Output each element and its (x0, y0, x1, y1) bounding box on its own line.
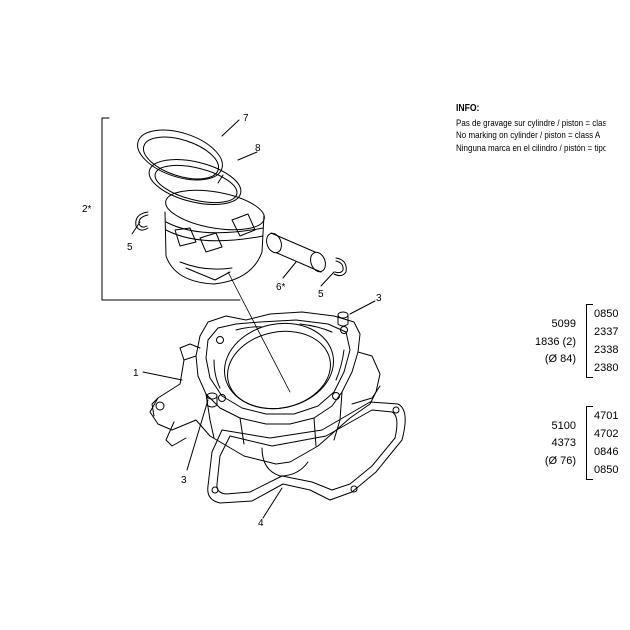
callout-3-bottom: 3 (181, 475, 187, 486)
info-line-fr: Pas de gravage sur cylindre / piston = c… (456, 117, 606, 128)
part-group-right-code: 4702 (594, 428, 619, 440)
dowel-pin-left (206, 392, 218, 408)
piston (164, 189, 265, 285)
part-group-left-code: 4373 (551, 437, 576, 449)
callout-1: 1 (133, 368, 139, 379)
group-bracket (101, 117, 241, 301)
part-group-left-code: 5099 (551, 318, 576, 330)
circlip-left (135, 211, 149, 231)
dowel-pin-top (337, 311, 349, 327)
part-group-right-code: 2337 (594, 326, 619, 338)
part-group-left-code: 5100 (551, 420, 576, 432)
part-group-right-code: 2338 (594, 344, 619, 356)
info-title: INFO: (456, 103, 480, 114)
part-group-right-code: 0846 (594, 446, 619, 458)
part-group-bracket (586, 304, 593, 378)
piston-pin (266, 232, 326, 273)
piston-ring-top (137, 129, 224, 184)
part-group-right-code: 0850 (594, 308, 619, 320)
info-note: INFO: Pas de gravage sur cylindre / pist… (456, 103, 606, 154)
part-group-right-code: 4701 (594, 410, 619, 422)
cylinder (149, 311, 381, 477)
part-group-right-code: 2380 (594, 362, 619, 374)
callout-4: 4 (258, 518, 264, 529)
part-group-bracket (586, 406, 593, 480)
info-line-es: Ninguna marca en el cilindro / pistón = … (456, 142, 606, 153)
base-gasket (207, 401, 406, 504)
assembly-axis (227, 271, 291, 393)
callout-2: 2* (82, 204, 92, 215)
part-group-left-code: 1836 (2) (535, 336, 576, 348)
piston-ring-second (148, 159, 242, 205)
callout-8: 8 (255, 143, 261, 154)
part-group-right-code: 0850 (594, 464, 619, 476)
circlip-right (333, 257, 347, 277)
callout-5-right: 5 (318, 289, 324, 300)
callout-5-left: 5 (127, 242, 133, 253)
callout-6: 6* (276, 282, 286, 293)
info-line-en: No marking on cylinder / piston = class … (456, 130, 601, 141)
part-group-left-code: (Ø 76) (544, 455, 576, 467)
callout-3-top: 3 (376, 293, 382, 304)
callout-7: 7 (243, 113, 249, 124)
part-group-left-code: (Ø 84) (544, 353, 576, 365)
